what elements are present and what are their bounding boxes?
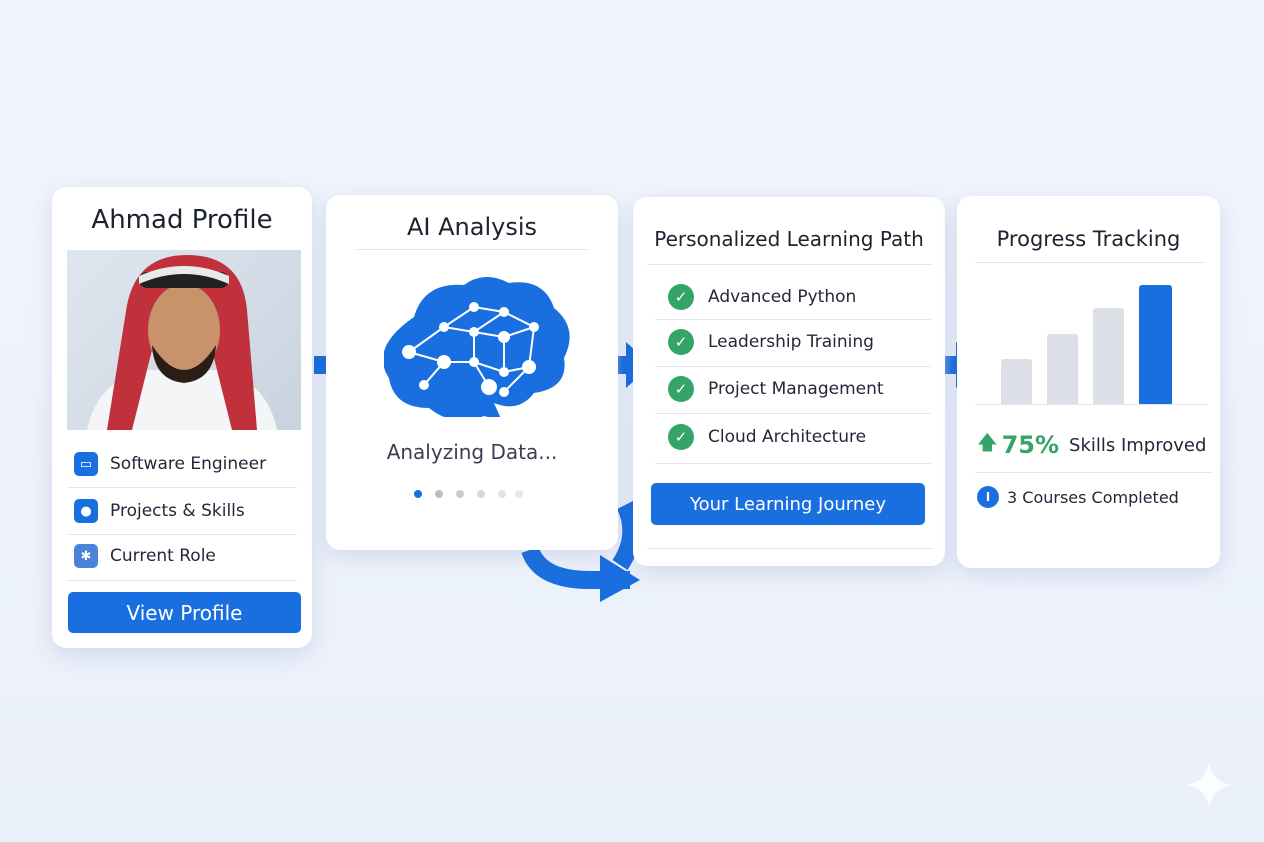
progress-bar	[1093, 307, 1124, 404]
learning-path-card: Personalized Learning Path ✓Advanced Pyt…	[633, 197, 945, 566]
analysis-status: Analyzing Data...	[386, 440, 558, 464]
check-icon: ✓	[668, 284, 694, 310]
briefcase-icon: ▭	[74, 452, 98, 476]
check-icon: ✓	[668, 424, 694, 450]
progress-dot	[498, 490, 506, 498]
analysis-title: AI Analysis	[406, 213, 537, 241]
arrow-up-icon: 🡅	[977, 430, 998, 454]
profile-item-current-role[interactable]: ✱Current Role	[74, 544, 216, 568]
progress-bar	[1139, 285, 1172, 404]
progress-bar	[1047, 333, 1078, 404]
courses-stat: I 3 Courses Completed	[977, 486, 1179, 508]
progress-chart	[975, 266, 1207, 405]
progress-bar	[1001, 358, 1032, 404]
progress-dot	[515, 490, 523, 498]
view-profile-button[interactable]: View Profile	[68, 592, 301, 633]
profile-card: Ahmad Profile ▭Software Engineer ●Projec…	[52, 187, 312, 648]
user-icon: ●	[74, 499, 98, 523]
learning-journey-button[interactable]: Your Learning Journey	[651, 483, 925, 525]
progress-title: Progress Tracking	[996, 227, 1181, 251]
learning-item: ✓Leadership Training	[668, 329, 874, 355]
check-icon: ✓	[668, 329, 694, 355]
info-icon: I	[977, 486, 999, 508]
sparkle-icon	[1186, 762, 1232, 808]
profile-item-projects-skills[interactable]: ●Projects & Skills	[74, 499, 245, 523]
progress-dot	[456, 490, 464, 498]
tools-icon: ✱	[74, 544, 98, 568]
learning-item: ✓Advanced Python	[668, 284, 856, 310]
skills-stat: 🡅 75% Skills Improved	[977, 428, 1206, 462]
brain-network-icon	[384, 277, 570, 417]
learning-title: Personalized Learning Path	[654, 227, 924, 251]
profile-item-software-engineer[interactable]: ▭Software Engineer	[74, 452, 266, 476]
progress-dot	[414, 490, 422, 498]
progress-dot	[477, 490, 485, 498]
progress-dot	[435, 490, 443, 498]
curved-arrow-icon	[521, 500, 641, 602]
progress-card: Progress Tracking 🡅 75% Skills Improved …	[957, 196, 1220, 568]
learning-item: ✓Cloud Architecture	[668, 424, 866, 450]
profile-photo	[67, 250, 301, 430]
profile-title: Ahmad Profile	[91, 205, 273, 235]
learning-item: ✓Project Management	[668, 376, 884, 402]
ai-analysis-card: AI Analysis Analyzing Data...	[326, 195, 618, 550]
check-icon: ✓	[668, 376, 694, 402]
